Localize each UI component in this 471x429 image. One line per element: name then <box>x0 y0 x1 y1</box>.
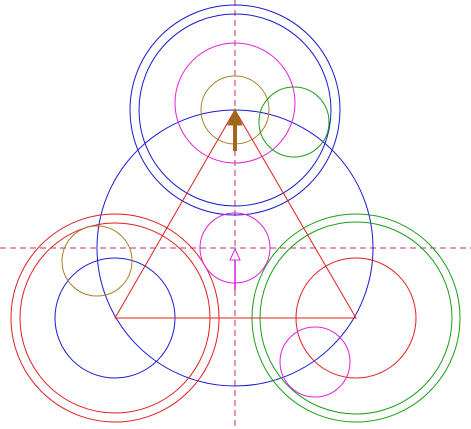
solid-up-arrow-icon <box>227 107 243 151</box>
hollow-up-arrow-icon <box>229 247 241 290</box>
top-magenta-circle <box>174 42 296 164</box>
center-triangle <box>114 109 357 319</box>
top-outer-blue-circle <box>129 4 341 216</box>
right-magenta-circle <box>279 326 351 398</box>
top-right-green-circle <box>258 86 330 158</box>
top-inner-blue-circle <box>138 13 332 207</box>
left-olive-circle <box>61 225 133 297</box>
